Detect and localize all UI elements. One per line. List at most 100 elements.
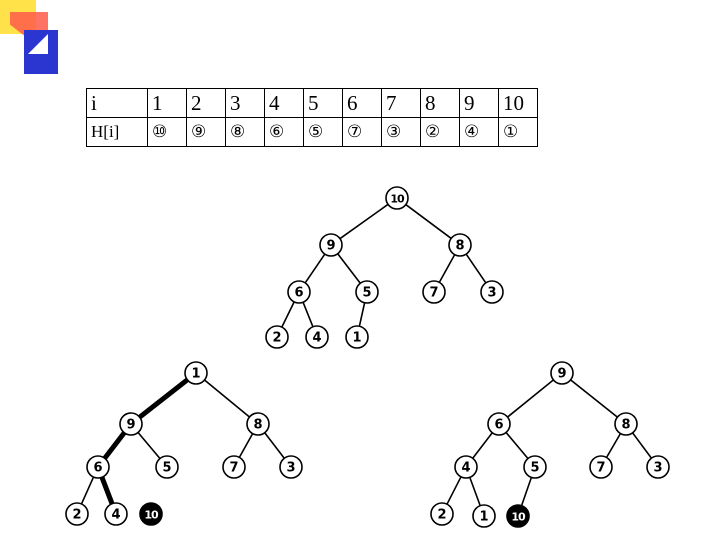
node-circle <box>319 233 343 257</box>
tree-node: 4 <box>305 325 329 349</box>
value-cell: ⑧ <box>225 117 265 147</box>
node-label: 3 <box>286 461 295 476</box>
node-label: 3 <box>487 286 496 301</box>
tree-node: 1 <box>345 325 369 349</box>
tree-edge <box>439 254 455 283</box>
node-circle <box>65 502 89 526</box>
node-circle <box>523 455 547 479</box>
tree-node: 1 <box>184 361 208 385</box>
tree-edge <box>465 254 487 283</box>
node-circle <box>550 361 574 385</box>
tree-node: 4 <box>104 502 128 526</box>
index-cell: 2 <box>186 88 226 118</box>
tree-node: 6 <box>287 280 311 304</box>
node-circle <box>430 502 454 526</box>
tree-edge <box>469 477 481 506</box>
tree-node: 3 <box>646 455 670 479</box>
value-row: H[i] ⑩ ⑨ ⑧ ⑥ ⑤ ⑦ ③ ② ④ ① <box>86 117 538 147</box>
node-label: 4 <box>312 331 321 346</box>
node-label: 1 <box>352 331 361 346</box>
tree-edge <box>521 477 532 506</box>
tree-node: 10 <box>506 504 530 528</box>
node-circle <box>222 455 246 479</box>
node-circle <box>246 412 270 436</box>
value-cell: ① <box>498 117 538 147</box>
index-cell: 3 <box>225 88 265 118</box>
node-circle <box>139 502 163 526</box>
value-cell: ⑦ <box>342 117 382 147</box>
tree-node: 5 <box>155 455 179 479</box>
tree-node: 8 <box>614 412 638 436</box>
value-cell: ⑨ <box>186 117 226 147</box>
node-circle <box>448 233 472 257</box>
tree-node: 2 <box>65 502 89 526</box>
tree-node: 10 <box>139 502 163 526</box>
node-label: 9 <box>326 239 335 254</box>
node-circle <box>287 280 311 304</box>
tree-edge <box>606 433 621 458</box>
node-circle <box>589 455 613 479</box>
heap-array-table: i 1 2 3 4 5 6 7 8 9 10 H[i] ⑩ ⑨ ⑧ ⑥ ⑤ ⑦ … <box>86 88 538 147</box>
value-cell: ⑩ <box>147 117 187 147</box>
sift-path-edge <box>137 377 190 420</box>
index-cell: 7 <box>381 88 421 118</box>
tree-edge <box>472 432 493 459</box>
tree-node: 8 <box>448 233 472 257</box>
tree-edge <box>81 477 94 504</box>
tree-node: 5 <box>523 455 547 479</box>
tree-node: 3 <box>279 455 303 479</box>
node-circle <box>265 325 289 349</box>
index-row: i 1 2 3 4 5 6 7 8 9 10 <box>86 88 538 118</box>
tree-edge <box>505 432 529 459</box>
node-circle <box>506 504 530 528</box>
tree-edge <box>239 433 253 458</box>
value-cell: ③ <box>381 117 421 147</box>
node-label: 5 <box>530 461 539 476</box>
node-label: 10 <box>390 193 405 206</box>
tree-node: 9 <box>550 361 574 385</box>
node-label: 2 <box>272 331 281 346</box>
node-circle <box>385 186 409 210</box>
node-label: 6 <box>93 461 102 476</box>
tree-node: 2 <box>265 325 289 349</box>
node-label: 8 <box>253 418 262 433</box>
node-label: 3 <box>653 461 662 476</box>
tree-node: 6 <box>86 455 110 479</box>
tree-edge <box>264 432 285 459</box>
value-cell: ⑥ <box>264 117 304 147</box>
index-cell: 5 <box>303 88 343 118</box>
tree-node: 7 <box>589 455 613 479</box>
node-circle <box>104 502 128 526</box>
tree-edge <box>281 301 295 328</box>
node-circle <box>86 455 110 479</box>
node-label: 4 <box>111 508 120 523</box>
node-label: 8 <box>621 418 630 433</box>
tree-original-heap: 10 9 8 6 5 7 3 2 4 1 <box>265 186 504 349</box>
value-cell: ④ <box>459 117 499 147</box>
node-circle <box>155 455 179 479</box>
tree-edge <box>507 379 554 418</box>
node-circle <box>305 325 329 349</box>
node-label: 8 <box>455 239 464 254</box>
node-label: 7 <box>229 461 238 476</box>
tree-edge <box>358 302 366 327</box>
tree-edge <box>405 204 452 239</box>
tree-edge <box>570 379 618 418</box>
node-label: 4 <box>461 461 470 476</box>
node-circle <box>472 504 496 528</box>
node-label: 9 <box>126 418 135 433</box>
node-label: 1 <box>191 367 200 382</box>
tree-node: 7 <box>422 280 446 304</box>
tree-node: 7 <box>222 455 246 479</box>
node-label: 7 <box>429 286 438 301</box>
tree-edge <box>304 254 326 283</box>
node-label: 5 <box>362 286 371 301</box>
node-circle <box>480 280 504 304</box>
node-label: 6 <box>494 418 503 433</box>
node-circle <box>422 280 446 304</box>
sift-path-edge <box>102 431 127 460</box>
tree-edge <box>339 204 389 239</box>
tree-node: 9 <box>319 233 343 257</box>
